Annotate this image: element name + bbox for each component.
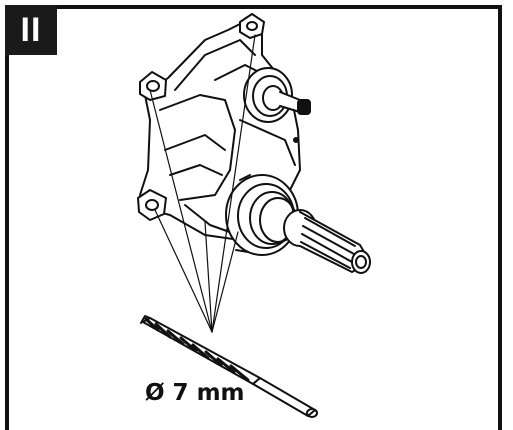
mounting-ear-bottom [137,189,167,221]
step-number-badge: II [5,5,57,55]
spline-shaft [283,209,371,274]
drill-bit [140,315,318,418]
mounting-ear-top [239,13,265,39]
leader-lines [149,34,256,333]
drill-size-label: Ø 7 mm [145,380,245,406]
upper-shaft [243,67,311,123]
output-flange [225,174,299,256]
locator-dot [293,137,299,143]
mounting-ear-left [139,71,167,101]
